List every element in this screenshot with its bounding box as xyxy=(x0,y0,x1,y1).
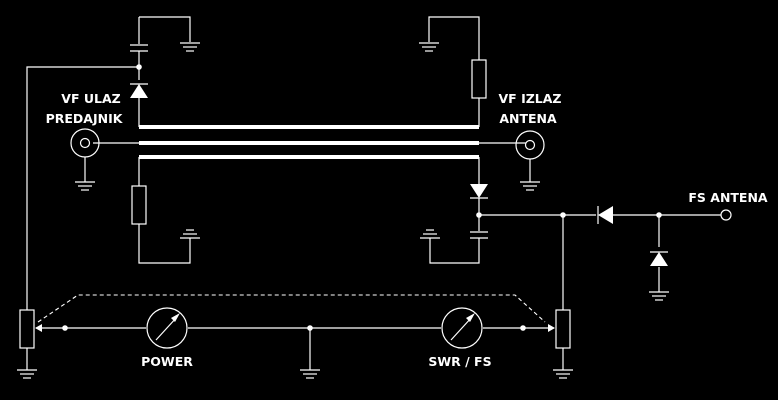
ground-symbol xyxy=(553,369,573,379)
forward-diode xyxy=(130,83,148,127)
meter-wiring xyxy=(65,327,523,370)
junction-dot xyxy=(520,325,526,331)
power-meter-label: POWER xyxy=(141,354,193,369)
output-label-line2: ANTENA xyxy=(499,111,557,126)
reflected-termination-resistor xyxy=(428,16,487,127)
ground-symbol xyxy=(180,42,200,52)
reflected-diode xyxy=(470,157,488,231)
fs-shunt-diode xyxy=(650,251,668,266)
input-label-line1: VF ULAZ xyxy=(61,91,120,106)
junction-dot xyxy=(560,212,566,218)
fs-antenna-label: FS ANTENA xyxy=(688,190,768,205)
ganged-potentiometer-link xyxy=(37,294,546,323)
output-coax-connector xyxy=(515,130,545,182)
input-coax-connector xyxy=(70,128,100,182)
fs-series-diode xyxy=(597,206,613,224)
junction-dot xyxy=(307,325,313,331)
ground-symbol xyxy=(180,229,200,239)
output-label-line1: VF IZLAZ xyxy=(499,91,562,106)
swr-potentiometer xyxy=(523,309,571,370)
swr-fs-meter xyxy=(441,307,483,349)
reflected-capacitor xyxy=(429,231,488,264)
ground-symbol xyxy=(75,181,95,191)
ground-symbol xyxy=(420,229,440,239)
ground-symbol xyxy=(300,369,320,379)
coupled-lines xyxy=(93,125,526,159)
ground-symbol xyxy=(520,181,540,191)
ground-symbol xyxy=(419,42,439,52)
fs-antenna-terminal xyxy=(720,209,732,221)
ground-symbol xyxy=(17,369,37,379)
ground-symbol xyxy=(649,291,669,301)
forward-capacitor xyxy=(130,16,191,80)
input-label-line2: PREDAJNIK xyxy=(46,111,124,126)
forward-feed-wire xyxy=(26,66,139,310)
junction-dot xyxy=(656,212,662,218)
junction-dot xyxy=(62,325,68,331)
fs-branch-wiring xyxy=(479,214,721,310)
swr-meter-label: SWR / FS xyxy=(428,354,491,369)
power-meter xyxy=(146,307,188,349)
power-potentiometer xyxy=(19,309,65,370)
forward-termination-resistor xyxy=(131,157,191,264)
